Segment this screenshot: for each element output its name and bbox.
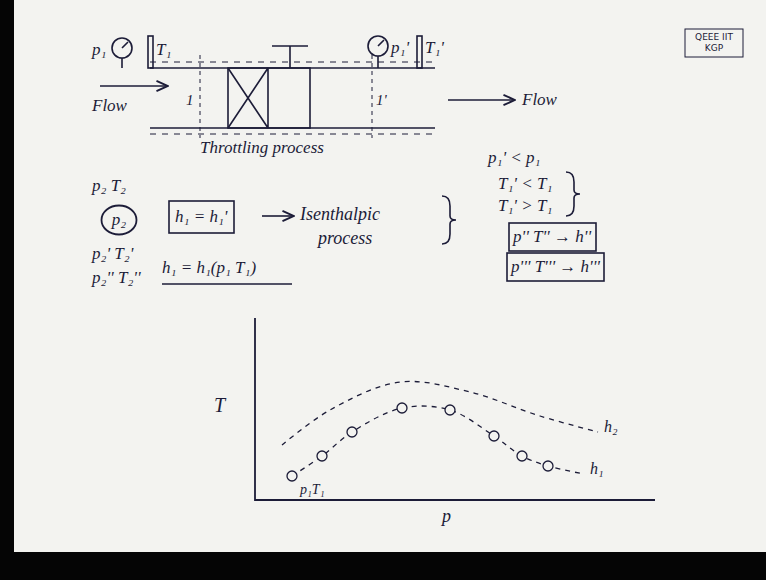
note-text: Isenthalpic (300, 204, 380, 225)
condition-text: p₁' < p₁ (488, 148, 540, 168)
porous-plug (228, 68, 310, 128)
pipe (100, 36, 655, 500)
plot-axes (255, 318, 655, 500)
caption-text: Throttling process (200, 138, 324, 158)
point-label: p₁T₁ (300, 482, 325, 498)
node-text: p''' T''' → h''' (511, 257, 600, 277)
state-point (543, 461, 553, 471)
state-point (397, 403, 407, 413)
flow-label: Flow (522, 90, 557, 110)
axis-label: T (214, 394, 225, 417)
thermometer (148, 36, 153, 68)
state-point (347, 427, 357, 437)
node-text: QEEE IIT KGP (688, 32, 740, 54)
state-point (445, 405, 455, 415)
box-outline (685, 29, 743, 57)
plug-cross (228, 68, 268, 128)
thermometer-label: T₁' (425, 38, 444, 58)
state-label: p₂ T₂ (92, 176, 126, 196)
flow-arrow (100, 85, 168, 87)
axis-label: p (442, 506, 451, 527)
state-label: p₂'' T₂'' (92, 268, 141, 288)
state-point (317, 451, 327, 461)
gauge-label: p₁' (391, 38, 409, 58)
section-number: 1 (186, 92, 194, 109)
valve-stem (272, 46, 308, 68)
h2-curve (282, 381, 598, 445)
brace (442, 196, 456, 244)
wall-hatch (150, 134, 435, 135)
equation-box: h₁ = h₁' (168, 200, 235, 234)
curve-label: h₂ (604, 418, 618, 436)
condition-text: T₁' < T₁ (498, 174, 552, 194)
thermometer-label: T₁ (156, 40, 171, 60)
wall-hatch (150, 62, 435, 63)
state-point (517, 451, 527, 461)
state-box: p'' T'' → h'' (508, 222, 597, 252)
section-line (200, 55, 201, 138)
curve-label: h₁ (590, 460, 604, 478)
brace (566, 172, 580, 216)
flow-arrow (448, 99, 515, 101)
equation-text: h₁ = h₁(p₁ T₁) (162, 258, 256, 278)
result-arrow (262, 215, 294, 217)
isenthalpic-curves (282, 381, 598, 481)
underline (162, 283, 292, 285)
circled-symbol: p₂ (100, 204, 138, 236)
box-outline (169, 201, 234, 233)
gauge-stem (378, 40, 384, 68)
condition-text: T₁' > T₁ (498, 196, 552, 216)
state-point (287, 471, 297, 481)
gauge-stem (122, 42, 128, 68)
node-text: h₁ = h₁' (175, 207, 228, 227)
section-number: 1' (376, 92, 387, 109)
frame-band (0, 0, 14, 580)
gauge-label: p₁ (92, 40, 106, 60)
node-text: p₂ (107, 210, 131, 230)
logo-box: QEEE IIT KGP (684, 28, 744, 58)
state-label: p₂' T₂' (92, 244, 133, 264)
state-box: p''' T''' → h''' (506, 252, 605, 282)
state-point (489, 431, 499, 441)
section-line (372, 55, 373, 138)
circle-outline (102, 206, 137, 235)
flow-label: Flow (92, 96, 127, 116)
frame-band (0, 552, 766, 580)
box-outline (507, 253, 604, 281)
note-text: process (318, 228, 372, 249)
thermometer (417, 36, 422, 68)
box-outline (509, 223, 596, 251)
node-text: p'' T'' → h'' (513, 227, 592, 247)
